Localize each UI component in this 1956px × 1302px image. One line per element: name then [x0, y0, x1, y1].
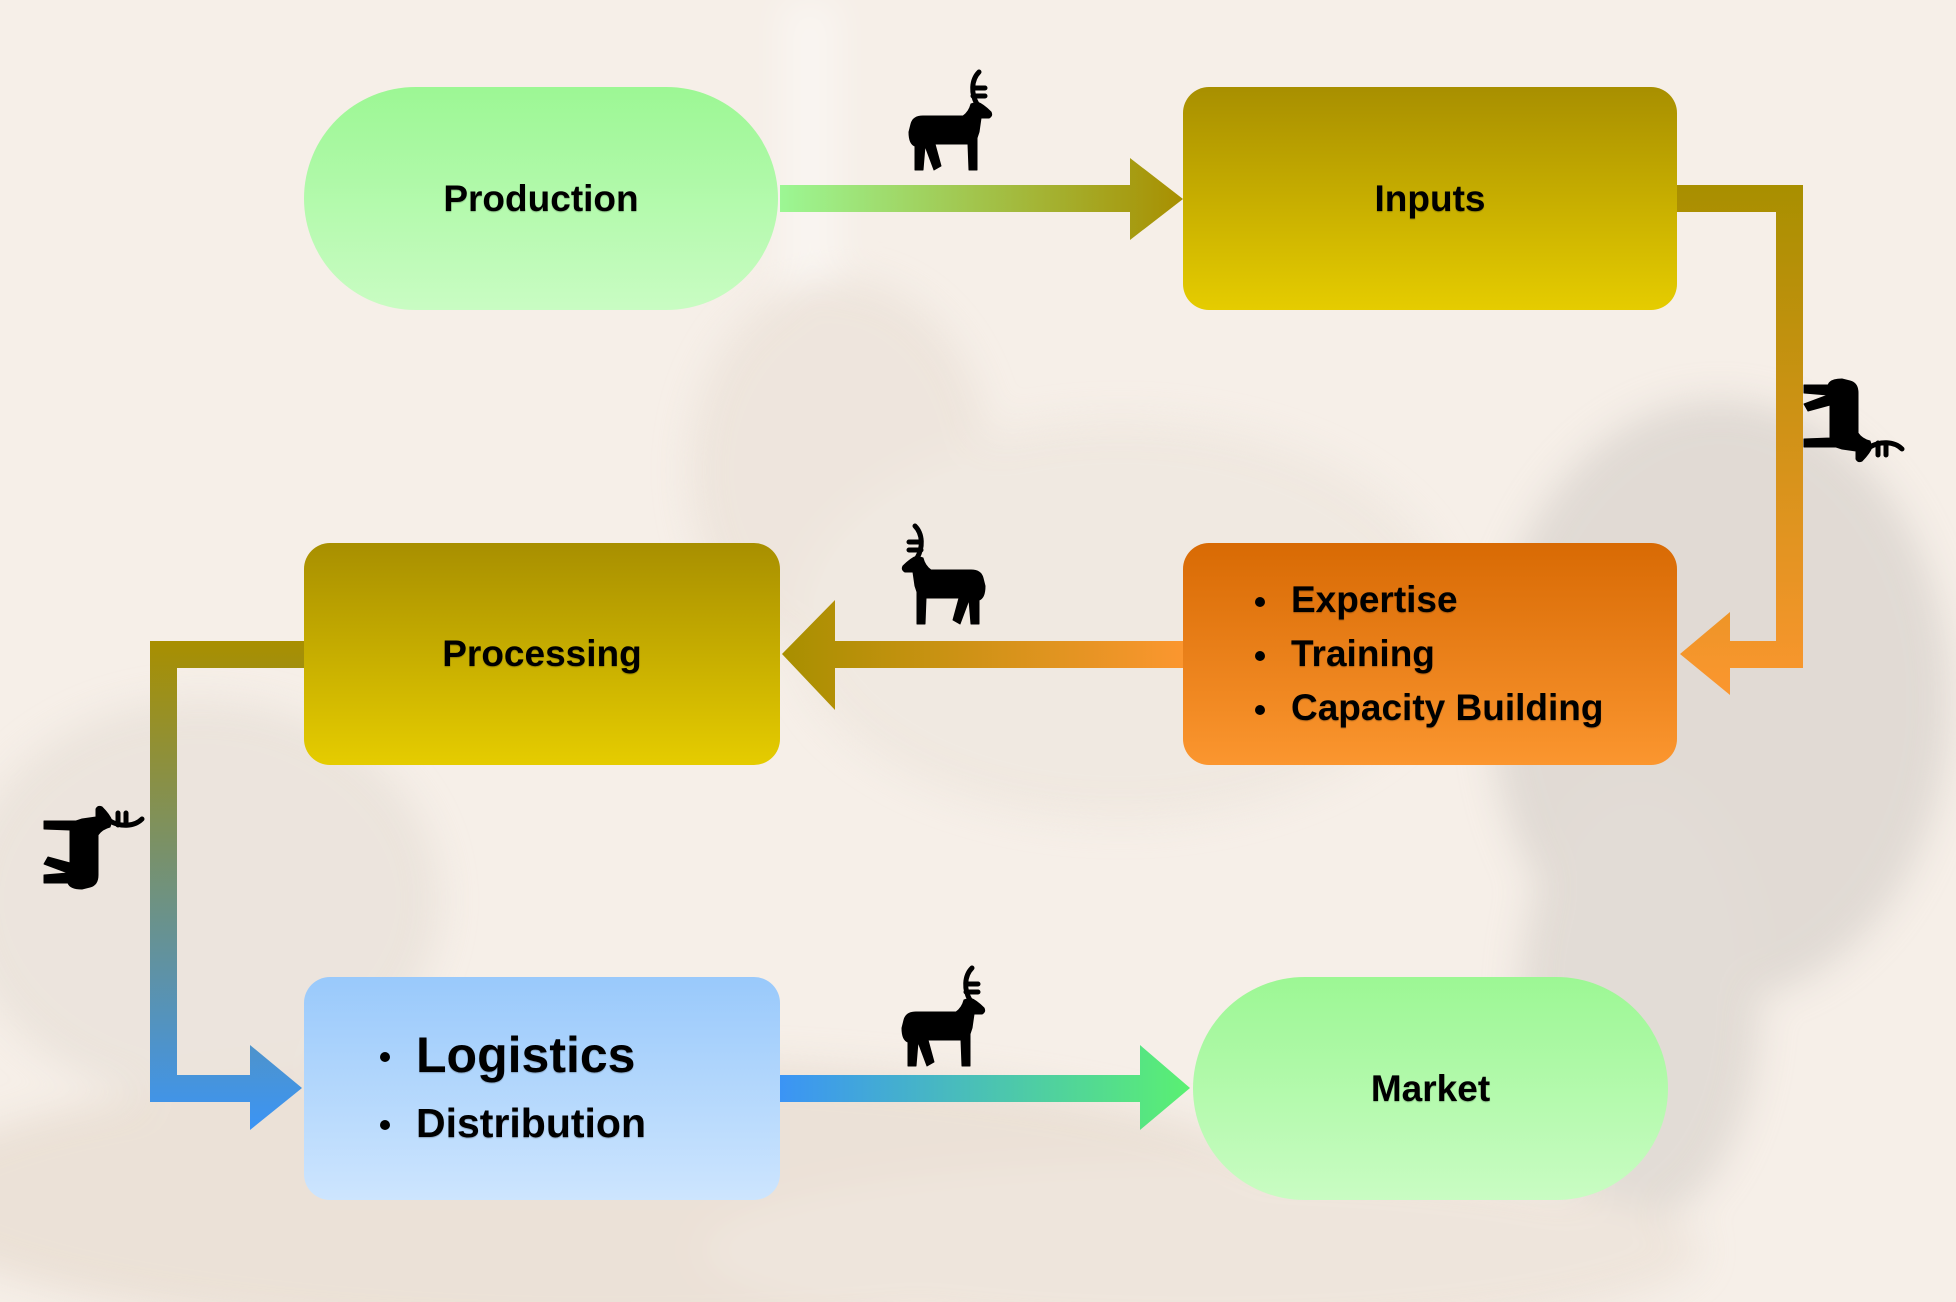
deer-icon: [893, 520, 989, 630]
node-production-label: Production: [443, 177, 639, 219]
node-production[interactable]: Production: [304, 87, 778, 310]
node-market-label: Market: [1370, 1067, 1491, 1109]
arrow-expertise-to-processing: [782, 600, 1183, 710]
node-processing[interactable]: Processing: [304, 543, 780, 765]
deer-icon: [898, 962, 994, 1072]
list-item: Training: [1249, 627, 1603, 681]
deer-icon: [38, 797, 148, 893]
node-logistics[interactable]: Logistics Distribution: [304, 977, 780, 1200]
deer-icon: [1798, 375, 1908, 471]
node-inputs-label: Inputs: [1374, 177, 1486, 219]
list-item: Logistics: [374, 1021, 646, 1089]
list-item: Expertise: [1249, 573, 1603, 627]
deer-icon: [905, 66, 1001, 176]
arrow-processing-to-logistics: [150, 641, 304, 1130]
node-market[interactable]: Market: [1193, 977, 1668, 1200]
list-item: Capacity Building: [1249, 681, 1603, 735]
node-processing-label: Processing: [442, 633, 642, 674]
list-item: Distribution: [374, 1089, 646, 1157]
node-expertise[interactable]: Expertise Training Capacity Building: [1183, 543, 1677, 765]
node-inputs[interactable]: Inputs: [1183, 87, 1677, 310]
arrow-production-to-inputs: [780, 158, 1183, 240]
logistics-list: Logistics Distribution: [374, 1021, 646, 1157]
expertise-list: Expertise Training Capacity Building: [1249, 573, 1603, 735]
arrow-logistics-to-market: [780, 1045, 1190, 1130]
arrow-inputs-to-expertise: [1677, 185, 1803, 695]
